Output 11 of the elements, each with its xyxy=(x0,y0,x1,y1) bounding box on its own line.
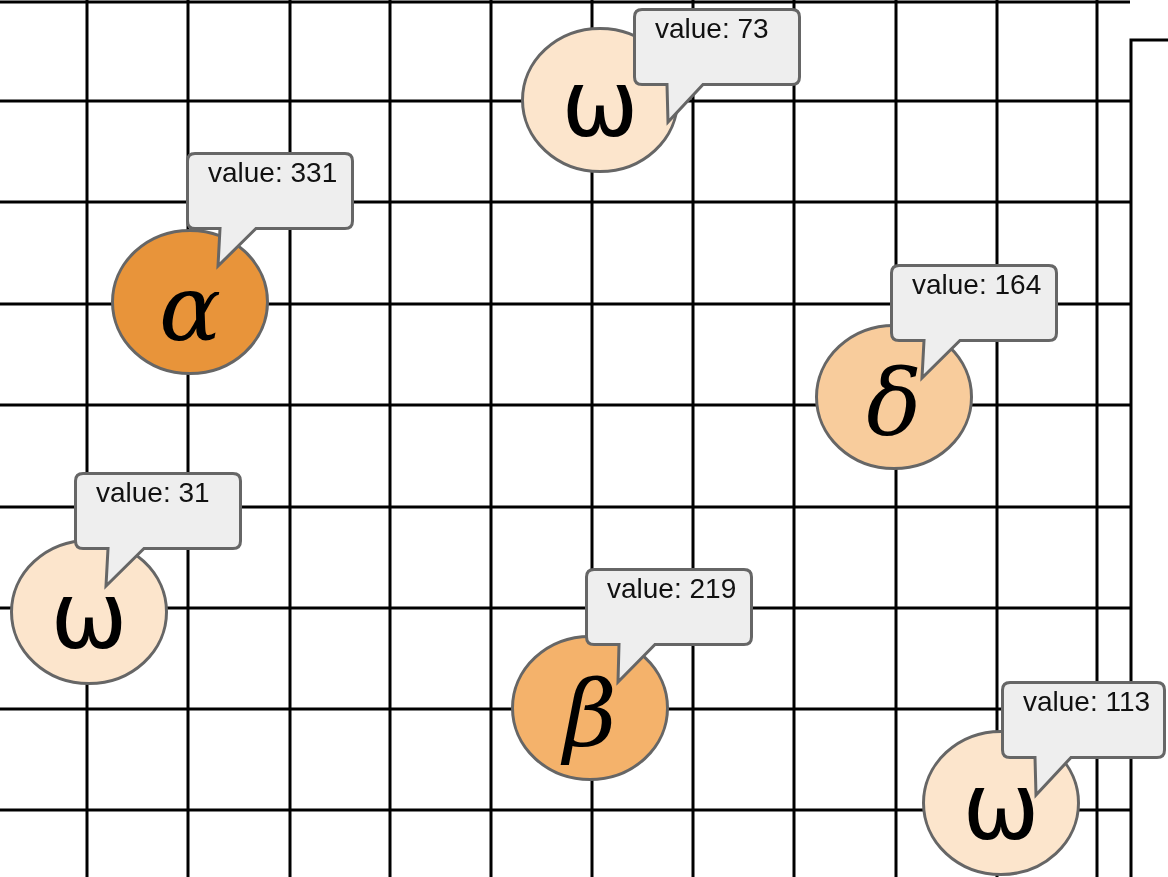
value-label: value: 331 xyxy=(208,156,338,190)
value-label: value: 31 xyxy=(96,476,211,510)
value-label: value: 113 xyxy=(1023,685,1152,719)
greek-letter: ω xyxy=(561,50,639,158)
greek-letter: ω xyxy=(50,562,128,670)
greek-letter: ω xyxy=(962,753,1040,861)
value-label: value: 73 xyxy=(655,12,770,46)
greek-letter: α xyxy=(158,254,222,362)
value-label: value: 219 xyxy=(607,572,737,606)
greek-letter: δ xyxy=(866,349,922,457)
value-label: value: 164 xyxy=(912,268,1042,302)
